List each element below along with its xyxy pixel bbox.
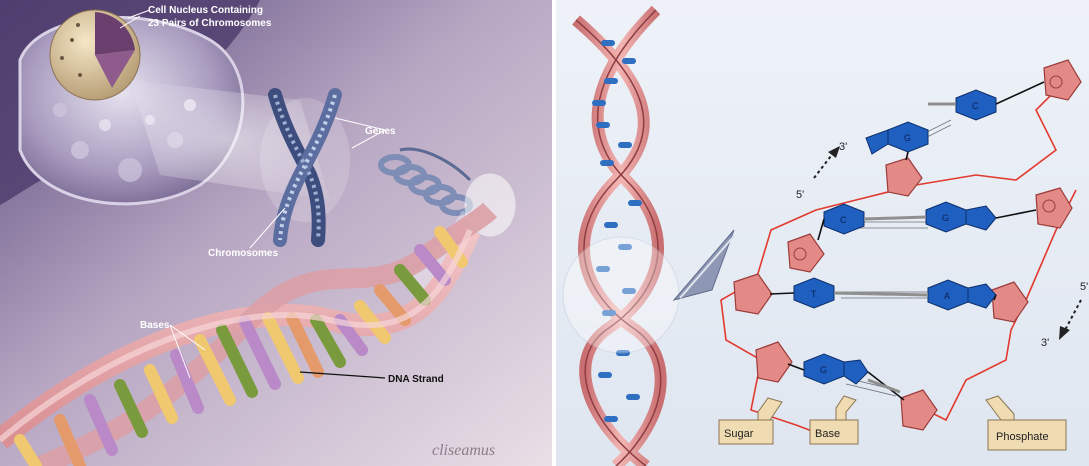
magnify-circle bbox=[563, 237, 679, 353]
three-prime-top: 3' bbox=[839, 141, 847, 153]
phosphate-label: Phosphate bbox=[996, 431, 1049, 443]
nucleus-label-line2: 23 Pairs of Chromosomes bbox=[148, 18, 272, 29]
genes-label: Genes bbox=[365, 126, 396, 137]
base-c-top: C bbox=[972, 101, 979, 111]
dna-illustration-panel: Cell Nucleus Containing 23 Pairs of Chro… bbox=[0, 0, 552, 466]
dna-illustration: Cell Nucleus Containing 23 Pairs of Chro… bbox=[0, 0, 552, 466]
chromosomes-label: Chromosomes bbox=[208, 248, 278, 259]
cell-nucleus bbox=[50, 10, 140, 100]
dna-strand-label: DNA Strand bbox=[388, 374, 444, 385]
base-g-top: G bbox=[904, 133, 911, 143]
base-g-mid: G bbox=[942, 213, 949, 223]
dna-structure-panel: C G C G T A G 3' 5' 5' 3' Sugar Base bbox=[556, 0, 1089, 466]
nucleus-label: Cell Nucleus Containing bbox=[148, 5, 263, 16]
base-t: T bbox=[811, 289, 817, 299]
base-label: Base bbox=[815, 428, 840, 440]
base-g-low: G bbox=[820, 365, 827, 375]
artist-signature: cliseamus bbox=[432, 442, 495, 459]
bases-label: Bases bbox=[140, 320, 170, 331]
sugar-label: Sugar bbox=[724, 428, 754, 440]
five-prime-right: 5' bbox=[1080, 281, 1088, 293]
five-prime-top: 5' bbox=[796, 189, 804, 201]
dna-structure-diagram: C G C G T A G 3' 5' 5' 3' Sugar Base bbox=[556, 0, 1089, 466]
base-a: A bbox=[944, 291, 950, 301]
base-c-mid: C bbox=[840, 215, 847, 225]
three-prime-bottom: 3' bbox=[1041, 337, 1049, 349]
